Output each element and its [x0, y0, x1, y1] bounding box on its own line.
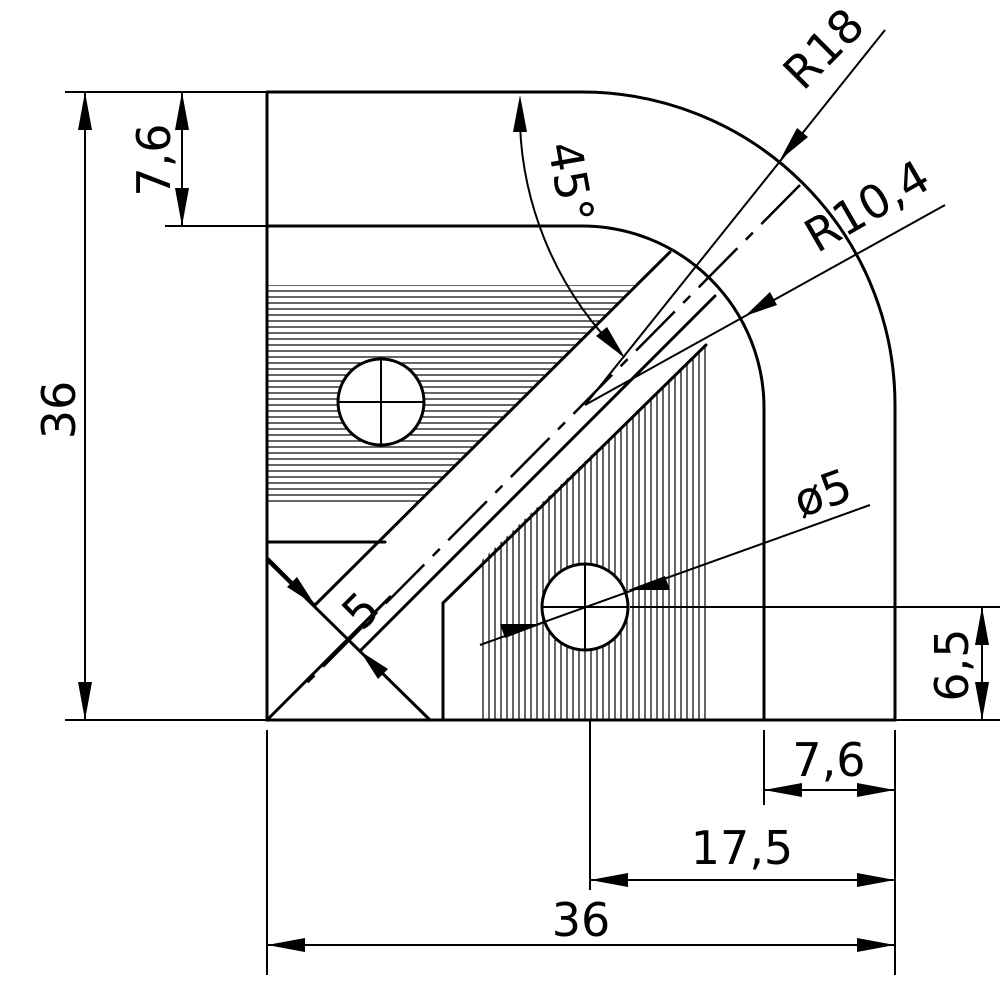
dim-inner-radius: R10,4 [795, 149, 938, 263]
dim-height-total: 36 [32, 381, 86, 440]
part-outline [265, 90, 897, 722]
dimension-lines [78, 29, 989, 952]
dim-top-band: 7,6 [127, 123, 181, 196]
outer-profile [265, 90, 897, 722]
dim-hole-offset-vertical: 6,5 [925, 628, 979, 701]
dim-angle: 45° [537, 137, 604, 227]
vertical-hatch [482, 345, 706, 720]
horizontal-hatch [267, 285, 640, 503]
extension-lines [65, 91, 1000, 975]
dim-hole-offset-horizontal: 17,5 [691, 821, 793, 875]
dim-hole-diameter: ø5 [786, 458, 858, 528]
slot-centerline [299, 184, 801, 691]
hole-upper [336, 357, 426, 447]
hatch-regions [267, 285, 706, 720]
dim-width-total: 36 [552, 893, 611, 947]
dim-right-band: 7,6 [792, 733, 865, 787]
dim-outer-radius: R18 [773, 0, 875, 100]
inner-profile [265, 224, 766, 722]
